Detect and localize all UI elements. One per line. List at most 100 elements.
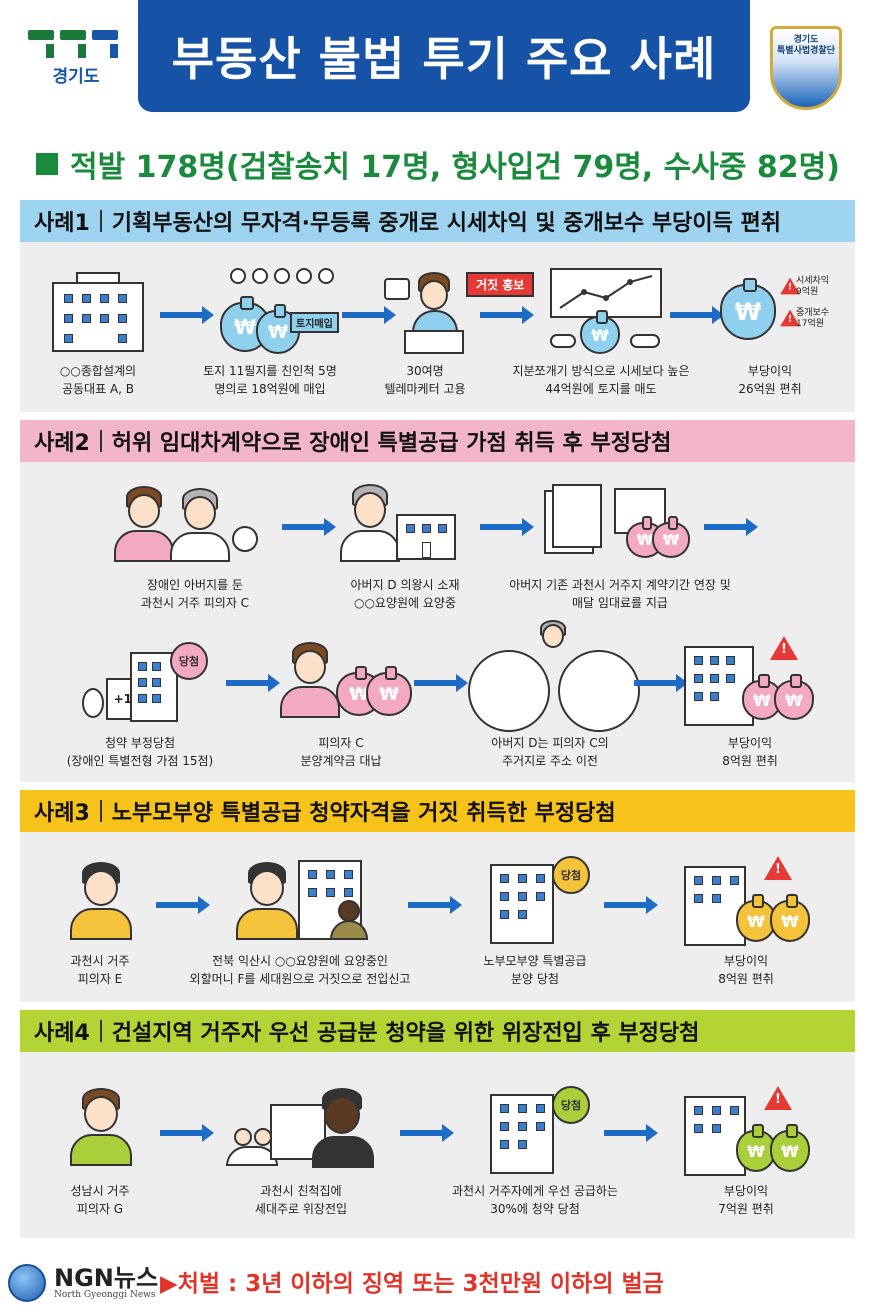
- warning-icon: !: [780, 277, 800, 295]
- arrow-icon: [156, 896, 210, 914]
- arrow-icon: [670, 306, 724, 324]
- alert1-line1: 시세차익: [796, 276, 830, 286]
- telemarketer-icon: [384, 272, 466, 356]
- arrow-icon: [160, 1124, 214, 1142]
- gyeonggi-logo: 경기도: [28, 30, 124, 100]
- globe-icon: [8, 1264, 46, 1302]
- arrow-icon: [414, 674, 468, 692]
- warning-icon: !: [770, 636, 798, 660]
- case3-number: 사례3: [34, 801, 90, 826]
- arrow-icon: [704, 518, 758, 536]
- case2-number: 사례2: [34, 431, 90, 456]
- case1-number: 사례1: [34, 211, 90, 236]
- case4-number: 사례4: [34, 1021, 90, 1046]
- arrow-icon: [160, 306, 214, 324]
- arrow-icon: [408, 896, 462, 914]
- brand-name: NGN뉴스: [54, 1264, 159, 1292]
- phone-icon: [384, 278, 410, 300]
- brand-subtitle: North Gyeonggi News: [54, 1290, 156, 1300]
- father-nursing-home-icon: [338, 484, 468, 568]
- warning-icon: !: [780, 309, 800, 327]
- wheelchair-icon: [232, 526, 258, 552]
- case4-title: 건설지역 거주자 우선 공급분 청약을 위한 위장전입 후 부정당첨: [111, 1021, 700, 1046]
- badge-line1: 경기도: [793, 35, 819, 45]
- alert2-line1: 중개보수: [796, 308, 830, 318]
- relatives-house-icon: [226, 1088, 376, 1172]
- arrow-icon: [604, 1124, 658, 1142]
- case2-step2: 아버지 D 의왕시 소재○○요양원에 요양중: [350, 578, 460, 610]
- suspect-down-payment-icon: ₩ ₩: [280, 642, 412, 726]
- false-registration-icon: [236, 860, 376, 944]
- profit-result-icon: ! ₩ ₩: [684, 636, 820, 732]
- arrow-icon: [282, 518, 336, 536]
- address-transfer-icon: [468, 620, 640, 734]
- case2-step4: 청약 부정당첨(장애인 특별전형 가점 15점): [66, 736, 214, 768]
- profit-result-icon: ₩ ! 시세차익 9억원 ! 중개보수 17억원: [720, 274, 850, 358]
- office-building-icon: [52, 272, 144, 352]
- alert2-line2: 17억원: [796, 319, 825, 329]
- win-apartment-icon: 당첨: [490, 856, 600, 946]
- case3-header: 사례3 노부모부양 특별공급 청약자격을 거짓 취득한 부정당첨: [20, 790, 855, 832]
- relatives-money-icon: ₩ ₩ 토지매입: [208, 268, 348, 358]
- profit-result-icon: ! ₩ ₩: [684, 856, 814, 950]
- shield-icon: 경기도 특별사법경찰단: [770, 26, 842, 110]
- badge-line2: 특별사법경찰단: [777, 46, 835, 56]
- warning-icon: !: [764, 1086, 792, 1110]
- ngn-logo: NGN뉴스 North Gyeonggi News: [8, 1264, 158, 1302]
- price-chart-icon: ₩: [550, 268, 662, 356]
- case2-header: 사례2 허위 임대차계약으로 장애인 특별공급 가점 취득 후 부정당첨: [20, 420, 855, 462]
- apartment-icon: [558, 650, 640, 732]
- profit-result-icon: ! ₩ ₩: [684, 1086, 814, 1180]
- case3-section: 사례3 노부모부양 특별공급 청약자격을 거짓 취득한 부정당첨 당첨: [20, 790, 855, 1002]
- suspect-g-icon: [68, 1088, 134, 1168]
- header: 경기도 부동산 불법 투기 주요 사례 경기도 특별사법경찰단: [0, 0, 875, 120]
- footer: NGN뉴스 North Gyeonggi News ▶처벌 : 3년 이하의 징…: [0, 1250, 875, 1314]
- case2-section: 사례2 허위 임대차계약으로 장애인 특별공급 가점 취득 후 부정당첨 ₩ ₩…: [20, 420, 855, 782]
- house-icon: [468, 650, 550, 732]
- win-apartment-icon: 당첨: [490, 1086, 600, 1176]
- arrow-icon: [226, 674, 280, 692]
- land-purchase-sign: 토지매입: [290, 312, 339, 333]
- case1-header: 사례1 기획부동산의 무자격·무등록 중개로 시세차익 및 중개보수 부당이득 …: [20, 200, 855, 242]
- special-police-badge: 경기도 특별사법경찰단: [770, 26, 842, 110]
- win-badge: 당첨: [170, 642, 208, 680]
- arrow-icon: [342, 306, 396, 324]
- page-title: 부동산 불법 투기 주요 사례: [171, 32, 717, 86]
- warning-icon: !: [764, 856, 792, 880]
- arrow-icon: [480, 518, 534, 536]
- summary-text: 적발 178명(검찰송치 17명, 형사입건 79명, 수사중 82명): [70, 150, 840, 185]
- case1-title: 기획부동산의 무자격·무등록 중개로 시세차익 및 중개보수 부당이득 편취: [111, 211, 781, 236]
- suspect-e-icon: [68, 862, 134, 942]
- arrow-icon: [604, 896, 658, 914]
- lease-contract-icon: ₩ ₩: [544, 484, 690, 564]
- case3-title: 노부모부양 특별공급 청약자격을 거짓 취득한 부정당첨: [111, 801, 616, 826]
- son-and-disabled-father-icon: [114, 486, 264, 566]
- summary: 적발 178명(검찰송치 17명, 형사입건 79명, 수사중 82명): [36, 142, 840, 186]
- logo-text: 경기도: [52, 67, 100, 87]
- title-banner: 부동산 불법 투기 주요 사례: [138, 0, 750, 112]
- win-badge: 당첨: [552, 1086, 590, 1124]
- alert1-line2: 9억원: [796, 287, 819, 297]
- win-badge: 당첨: [552, 856, 590, 894]
- case4-section: 사례4 건설지역 거주자 우선 공급분 청약을 위한 위장전입 후 부정당첨 당…: [20, 1010, 855, 1238]
- arrow-icon: [634, 674, 688, 692]
- false-ad-sign: 거짓 홍보: [466, 272, 535, 297]
- wheelchair-icon: [82, 688, 104, 718]
- case4-header: 사례4 건설지역 거주자 우선 공급분 청약을 위한 위장전입 후 부정당첨: [20, 1010, 855, 1052]
